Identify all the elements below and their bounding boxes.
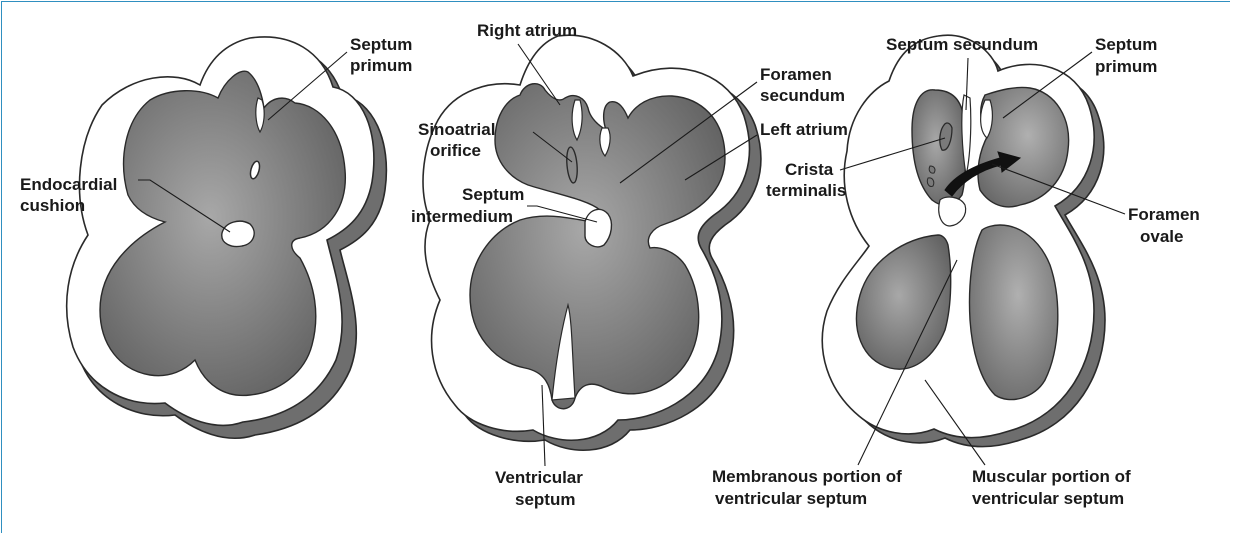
label-left-atrium: Left atrium [760, 120, 848, 139]
panel-3-heart [822, 35, 1105, 446]
panel-3-small-orifice-2 [927, 178, 933, 187]
label-septum-primum-1: Septum primum [350, 35, 417, 75]
label-ventricular-septum: Ventricular septum [495, 468, 588, 509]
label-right-atrium: Right atrium [477, 21, 577, 40]
panel-2-heart [423, 35, 761, 450]
panel-1-heart [67, 37, 387, 438]
label-foramen-ovale: Foramen ovale [1128, 205, 1205, 246]
panel-2-septum-intermedium [585, 209, 611, 246]
panel-3-wall [822, 35, 1094, 437]
label-membranous-portion: Membranous portion of ventricular septum [712, 467, 907, 508]
label-septum-primum-3: Septum primum [1095, 35, 1162, 76]
label-foramen-secundum: Foramen secundum [760, 65, 845, 105]
label-muscular-portion: Muscular portion of ventricular septum [972, 467, 1135, 508]
panel-3-small-orifice-1 [929, 166, 935, 173]
panel-1-endocardial-cushion [222, 221, 254, 246]
label-crista-terminalis: Crista terminalis [766, 160, 846, 200]
label-septum-secundum: Septum secundum [886, 35, 1038, 54]
